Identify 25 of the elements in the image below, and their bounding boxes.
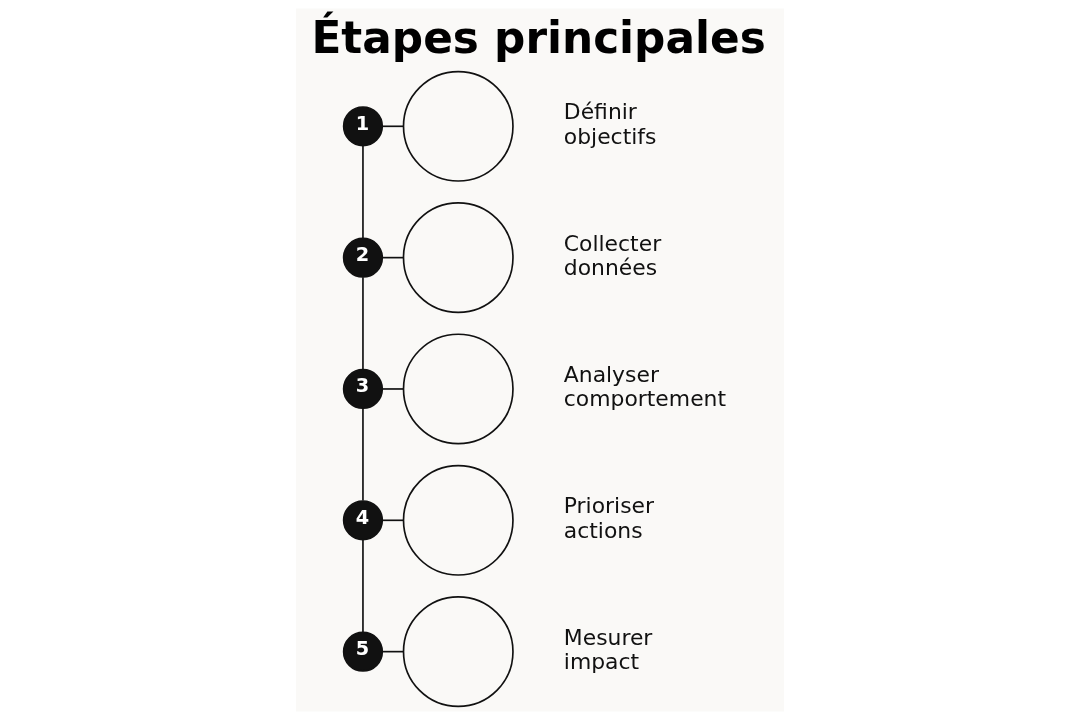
node-circle [402,464,514,576]
connector [381,650,404,653]
node-label: Prioriser actions [563,493,655,543]
node-circle [402,596,514,708]
node-circle: 4 [342,500,384,541]
connector [381,388,404,390]
diagram-title: Étapes principales [311,11,766,63]
connector [362,407,364,502]
node-circle [402,70,514,182]
node-circle [402,202,514,314]
node-circle [402,333,514,445]
node-label: Collecter données [563,230,662,281]
node-circle: 1 [342,106,384,147]
connector [362,145,364,239]
connector [362,276,364,371]
node-circle: 5 [342,631,384,672]
node-label: Analyser comportement [563,362,727,412]
connector [381,256,404,259]
node-label: Définir objectifs [563,99,657,149]
connector [362,539,364,633]
connector [381,519,404,522]
connector [381,125,404,128]
node-circle: 2 [342,237,384,278]
node-label: Mesurer impact [563,624,653,675]
node-circle: 3 [342,368,384,410]
